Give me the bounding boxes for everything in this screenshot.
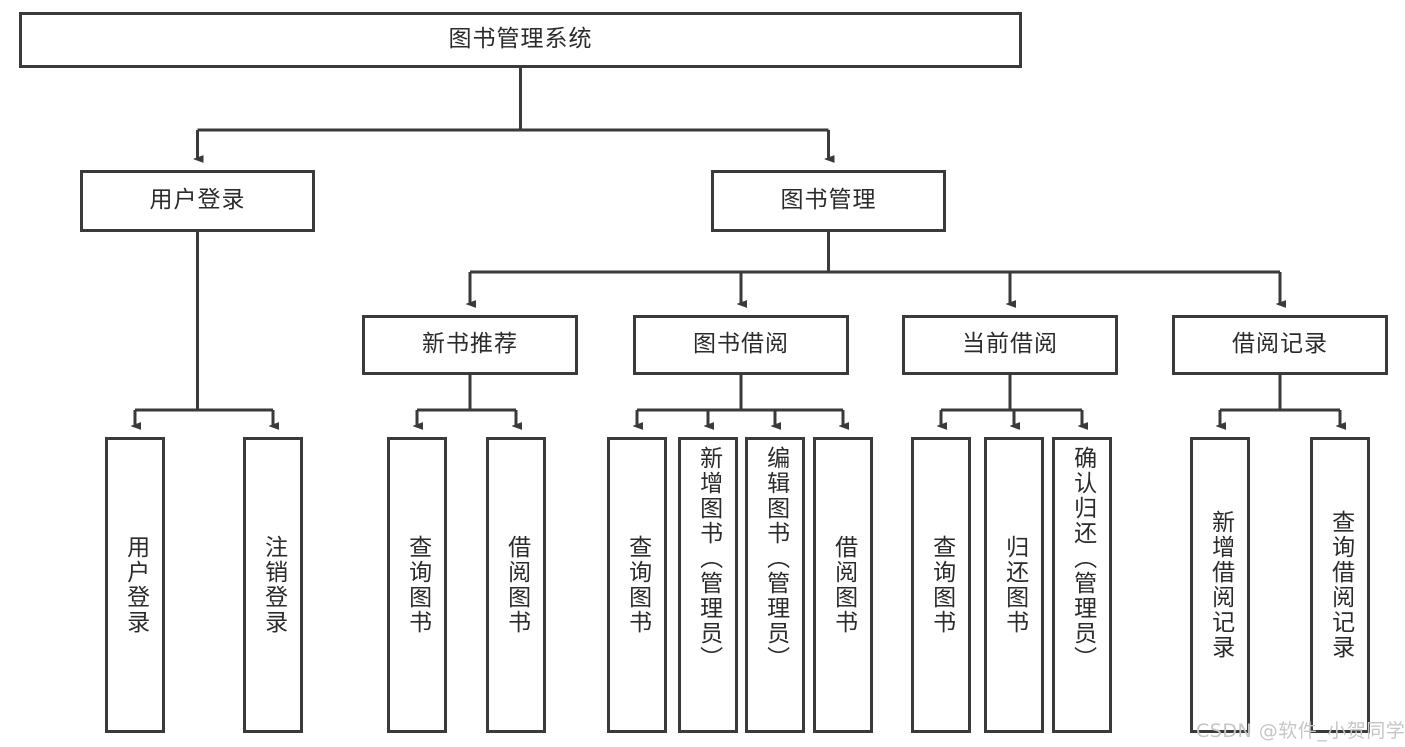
node-leaf-confirm-return-admin[interactable]: 确认归还（管理员） [1052, 437, 1112, 733]
node-leaf-return-book-label: 归还图书 [1001, 535, 1028, 635]
node-leaf-query-borrow-record[interactable]: 查询借阅记录 [1310, 437, 1370, 733]
node-leaf-return-book[interactable]: 归还图书 [984, 437, 1044, 733]
node-leaf-add-borrow-record[interactable]: 新增借阅记录 [1190, 437, 1250, 733]
node-leaf-borrow-book-rec-label: 借阅图书 [503, 535, 530, 635]
node-leaf-edit-book-admin[interactable]: 编辑图书（管理员） [745, 437, 805, 733]
node-leaf-query-book-borrow-label: 查询图书 [624, 535, 651, 635]
node-leaf-query-borrow-record-label: 查询借阅记录 [1327, 510, 1354, 660]
node-leaf-add-book-admin-label: 新增图书（管理员） [695, 446, 722, 671]
node-leaf-query-book-rec[interactable]: 查询图书 [387, 437, 447, 733]
node-leaf-add-borrow-record-label: 新增借阅记录 [1207, 510, 1234, 660]
node-book-manage-label: 图书管理 [780, 187, 877, 214]
node-user-login[interactable]: 用户登录 [80, 170, 315, 232]
node-borrow-record-label: 借阅记录 [1232, 331, 1328, 358]
node-leaf-query-book-current-label: 查询图书 [928, 535, 955, 635]
node-new-book-rec-label: 新书推荐 [422, 331, 518, 358]
node-leaf-query-book-rec-label: 查询图书 [404, 535, 431, 635]
node-root[interactable]: 图书管理系统 [19, 12, 1022, 68]
node-new-book-rec[interactable]: 新书推荐 [362, 315, 578, 375]
node-borrow-record[interactable]: 借阅记录 [1172, 315, 1388, 375]
node-book-manage[interactable]: 图书管理 [711, 170, 946, 232]
node-leaf-user-login-label: 用户登录 [122, 535, 149, 635]
node-leaf-borrow-book-rec[interactable]: 借阅图书 [486, 437, 546, 733]
node-root-label: 图书管理系统 [448, 26, 593, 53]
node-leaf-query-book-borrow[interactable]: 查询图书 [607, 437, 667, 733]
csdn-watermark: CSDN @软件_小贺同学 [1196, 720, 1405, 742]
node-leaf-user-logout-label: 注销登录 [260, 535, 287, 635]
node-leaf-confirm-return-admin-label: 确认归还（管理员） [1069, 446, 1096, 671]
node-current-borrow[interactable]: 当前借阅 [902, 315, 1118, 375]
node-leaf-add-book-admin[interactable]: 新增图书（管理员） [678, 437, 738, 733]
node-leaf-edit-book-admin-label: 编辑图书（管理员） [762, 446, 789, 671]
node-leaf-query-book-current[interactable]: 查询图书 [911, 437, 971, 733]
node-book-borrow[interactable]: 图书借阅 [633, 315, 849, 375]
node-current-borrow-label: 当前借阅 [962, 331, 1058, 358]
node-user-login-label: 用户登录 [149, 187, 246, 214]
node-leaf-borrow-book[interactable]: 借阅图书 [813, 437, 873, 733]
node-leaf-borrow-book-label: 借阅图书 [830, 535, 857, 635]
node-leaf-user-logout[interactable]: 注销登录 [243, 437, 303, 733]
node-book-borrow-label: 图书借阅 [693, 331, 789, 358]
node-leaf-user-login[interactable]: 用户登录 [105, 437, 165, 733]
